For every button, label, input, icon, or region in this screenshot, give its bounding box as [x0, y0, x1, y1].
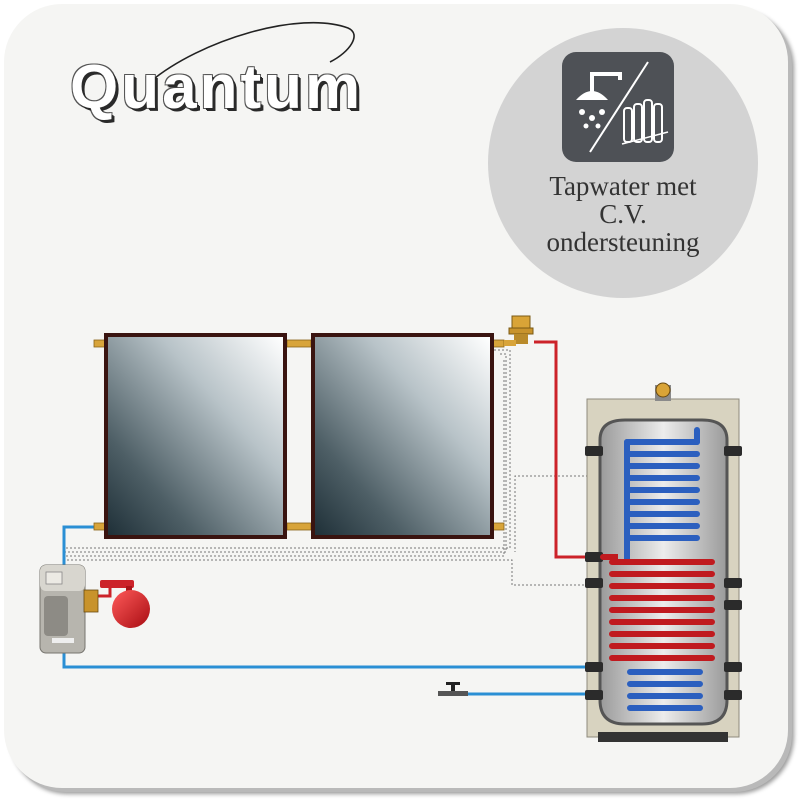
badge-line-2: C.V.: [599, 199, 647, 229]
air-vent-valve: [504, 315, 534, 346]
pump-station: [39, 564, 99, 654]
tap-valve: [438, 682, 468, 696]
boiler-tank: [585, 382, 742, 742]
brand-logo: Quantum: [70, 53, 364, 122]
badge-label: Tapwater met C.V. ondersteuning: [488, 172, 758, 256]
cold-return-pipes: [62, 525, 590, 696]
badge-line-1: Tapwater met: [549, 171, 697, 201]
sensor-cables: [64, 349, 592, 586]
solar-coil-lower: [600, 554, 715, 661]
solar-collector-1: [104, 333, 287, 539]
shower-radiator-icon: [562, 52, 674, 162]
badge-line-3: ondersteuning: [546, 227, 700, 257]
heating-coil-upper: [624, 427, 700, 563]
coil-bottom: [627, 669, 703, 711]
solar-collector-2: [311, 333, 494, 539]
expansion-vessel: [100, 580, 150, 628]
